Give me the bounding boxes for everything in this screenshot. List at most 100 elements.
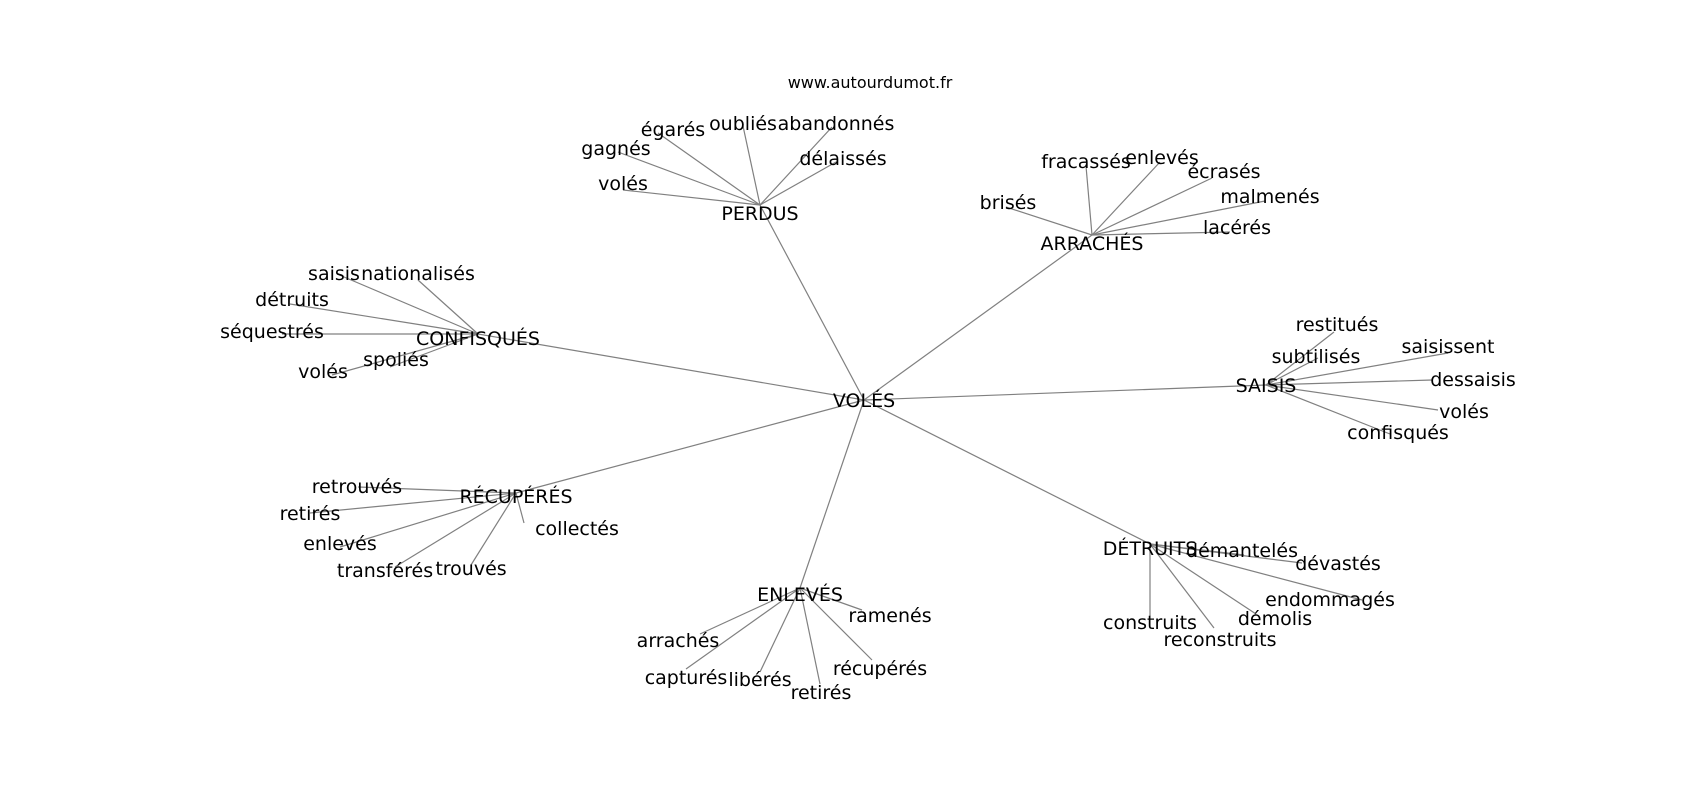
edge-arraches-child	[1091, 200, 1266, 236]
edge-perdus-child	[617, 151, 761, 206]
leaf-word: retrouvés	[312, 476, 402, 498]
leaf-word: enlevés	[1125, 147, 1199, 169]
edge-center-confisques	[477, 333, 865, 401]
leaf-word: arrachés	[637, 630, 720, 652]
hub-word-recuperes: RÉCUPÉRÉS	[459, 485, 572, 508]
leaf-word: brisés	[980, 192, 1037, 214]
hub-word-saisis: SAISIS	[1236, 375, 1297, 397]
edge-center-enleves	[799, 399, 865, 589]
hub-word-perdus: PERDUS	[721, 203, 798, 225]
edge-enleves-child	[685, 587, 801, 670]
edge-detruits-child	[1149, 543, 1215, 629]
leaf-word: endommagés	[1265, 589, 1395, 611]
edge-arraches-child	[1085, 165, 1093, 236]
edge-perdus-child	[622, 189, 761, 206]
leaf-word: égarés	[641, 119, 705, 141]
leaf-word: volés	[298, 361, 348, 383]
leaf-word: saisis	[308, 263, 360, 285]
leaf-word: délaissés	[799, 148, 886, 170]
edge-center-arraches	[863, 234, 1093, 401]
leaf-word: trouvés	[435, 558, 506, 580]
hub-word-detruits: DÉTRUITS	[1103, 537, 1198, 560]
leaf-word: séquestrés	[220, 321, 324, 343]
leaf-word: nationalisés	[361, 263, 475, 285]
edge-enleves-child	[799, 587, 863, 611]
edge-recuperes-child	[470, 492, 517, 566]
edge-enleves-child	[799, 587, 873, 661]
edge-recuperes-child	[394, 492, 517, 568]
leaf-word: démantelés	[1186, 540, 1298, 562]
leaf-word: construits	[1103, 612, 1197, 634]
edge-saisis-child	[1265, 379, 1433, 386]
hub-word-confisques: CONFISQUÉS	[416, 327, 540, 350]
edge-perdus-child	[759, 161, 837, 206]
leaf-word: subtilisés	[1272, 346, 1361, 368]
leaf-word: restitués	[1296, 314, 1379, 336]
leaf-word: dévastés	[1295, 553, 1381, 575]
leaf-word: saisissent	[1402, 336, 1495, 358]
leaf-word: retirés	[280, 503, 341, 525]
edge-perdus-child	[742, 125, 761, 206]
source-label: www.autourdumot.fr	[788, 73, 953, 92]
edge-center-perdus	[759, 204, 865, 401]
leaf-word: lacérés	[1203, 217, 1271, 239]
leaf-word: détruits	[255, 289, 329, 311]
leaf-word: volés	[1439, 401, 1489, 423]
edge-confisques-child	[336, 273, 479, 335]
leaf-word: transférés	[337, 560, 433, 582]
graph-edges	[282, 125, 1449, 685]
center-word: VOLÉS	[833, 389, 895, 412]
edge-center-detruits	[863, 399, 1151, 545]
edge-enleves-child	[759, 587, 801, 673]
leaf-word: oubliés	[709, 113, 777, 135]
leaf-word: libérés	[728, 669, 791, 691]
edge-perdus-child	[657, 132, 761, 206]
edge-saisis-child	[1265, 384, 1439, 411]
edge-center-recuperes	[515, 399, 865, 494]
edge-saisis-child	[1265, 357, 1319, 386]
edge-confisques-child	[389, 333, 479, 368]
leaf-word: collectés	[535, 518, 619, 540]
edge-arraches-child	[1005, 206, 1093, 236]
edge-saisis-child	[1265, 331, 1335, 386]
leaf-word: confisqués	[1347, 422, 1449, 444]
edge-saisis-child	[1265, 384, 1391, 435]
edge-detruits-child	[1149, 543, 1303, 564]
leaf-word: enlevés	[303, 533, 377, 555]
edge-recuperes-child	[357, 486, 517, 494]
edge-enleves-child	[699, 587, 801, 635]
leaf-word: malmenés	[1220, 186, 1319, 208]
edge-recuperes-child	[309, 492, 517, 514]
leaf-word: volés	[598, 173, 648, 195]
edge-recuperes-child	[339, 492, 517, 548]
edge-recuperes-child	[515, 492, 525, 524]
edge-detruits-child	[1149, 543, 1363, 601]
leaf-word: récupérés	[833, 658, 927, 680]
edge-arraches-child	[1091, 231, 1231, 236]
edge-perdus-child	[759, 126, 833, 206]
leaf-word: capturés	[645, 667, 728, 689]
edge-arraches-child	[1091, 161, 1161, 236]
edge-center-saisis	[863, 384, 1267, 401]
edge-confisques-child	[331, 333, 479, 376]
hub-word-arraches: ARRACHÉS	[1041, 232, 1144, 255]
edge-enleves-child	[799, 587, 821, 685]
leaf-word: démolis	[1238, 608, 1312, 630]
leaf-word: gagnés	[581, 138, 650, 160]
leaf-word: retirés	[791, 682, 852, 704]
leaf-word: écrasés	[1187, 161, 1260, 183]
leaf-word: spoliés	[363, 349, 429, 371]
edge-confisques-child	[289, 303, 479, 335]
leaf-word: fracassés	[1041, 151, 1131, 173]
leaf-word: abandonnés	[778, 113, 895, 135]
leaf-word: dessaisis	[1430, 369, 1516, 391]
leaf-word: ramenés	[848, 605, 931, 627]
edge-saisis-child	[1265, 352, 1449, 386]
leaf-word: reconstruits	[1163, 629, 1276, 651]
edge-detruits-child	[1149, 543, 1257, 615]
edge-confisques-child	[417, 279, 479, 335]
edge-arraches-child	[1091, 177, 1213, 236]
hub-word-enleves: ENLEVÉS	[757, 583, 843, 606]
